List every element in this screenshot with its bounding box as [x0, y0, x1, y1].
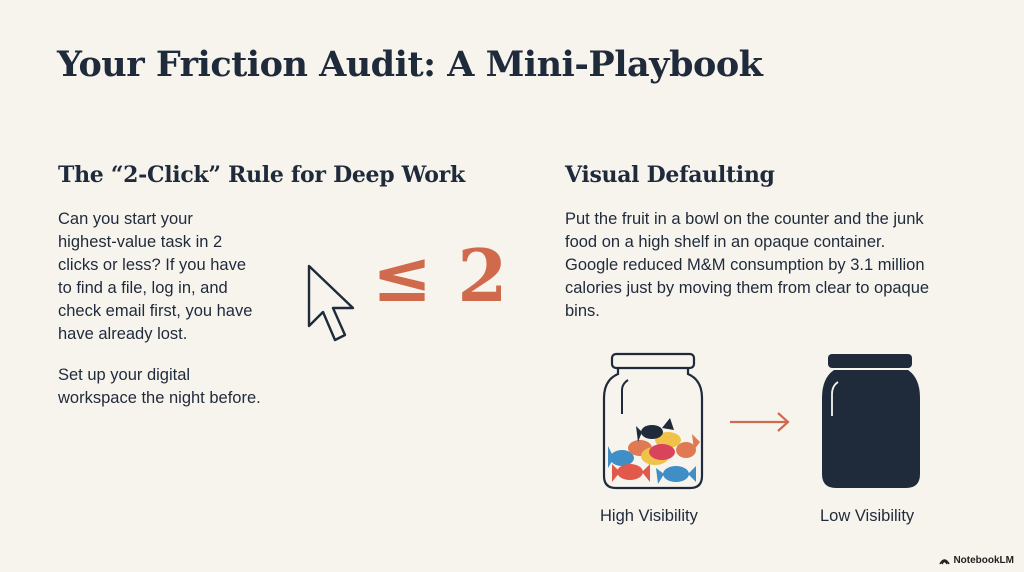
text-line: bins.: [565, 302, 600, 320]
text-line: check email first, you have: [58, 302, 253, 320]
high-visibility-caption: High Visibility: [600, 507, 698, 525]
opaque-jar-icon: [822, 354, 920, 488]
two-click-tip: Set up your digital workspace the night …: [58, 364, 261, 410]
two-click-heading: The “2-Click” Rule for Deep Work: [58, 162, 465, 188]
clear-candy-jar-icon: [602, 352, 704, 490]
text-line: clicks or less? If you have: [58, 256, 246, 274]
text-line: have already lost.: [58, 325, 188, 343]
notebooklm-brand: NotebookLM: [939, 555, 1014, 566]
candies: [608, 418, 700, 484]
arrow-right-icon: [730, 412, 790, 432]
notebooklm-logo-icon: [939, 559, 951, 565]
text-line: Google reduced M&M consumption by 3.1 mi…: [565, 256, 925, 274]
two-click-description: Can you start your highest-value task in…: [58, 208, 252, 346]
text-line: Can you start your: [58, 210, 193, 228]
text-line: Put the fruit in a bowl on the counter a…: [565, 210, 924, 228]
visual-defaulting-description: Put the fruit in a bowl on the counter a…: [565, 208, 929, 323]
low-visibility-caption: Low Visibility: [820, 507, 915, 525]
text-line: calories just by moving them from clear …: [565, 279, 930, 297]
text-line: Set up your digital: [58, 366, 191, 384]
two-click-symbol: ≤ 2: [372, 233, 508, 318]
page-title: Your Friction Audit: A Mini-Playbook: [57, 44, 763, 85]
text-line: food on a high shelf in an opaque contai…: [565, 233, 886, 251]
text-line: highest-value task in 2: [58, 233, 223, 251]
brand-label: NotebookLM: [953, 555, 1014, 566]
text-line: workspace the night before.: [58, 389, 261, 407]
visual-defaulting-heading: Visual Defaulting: [565, 162, 775, 188]
text-line: to find a file, log in, and: [58, 279, 228, 297]
mouse-cursor-icon: [307, 264, 355, 342]
